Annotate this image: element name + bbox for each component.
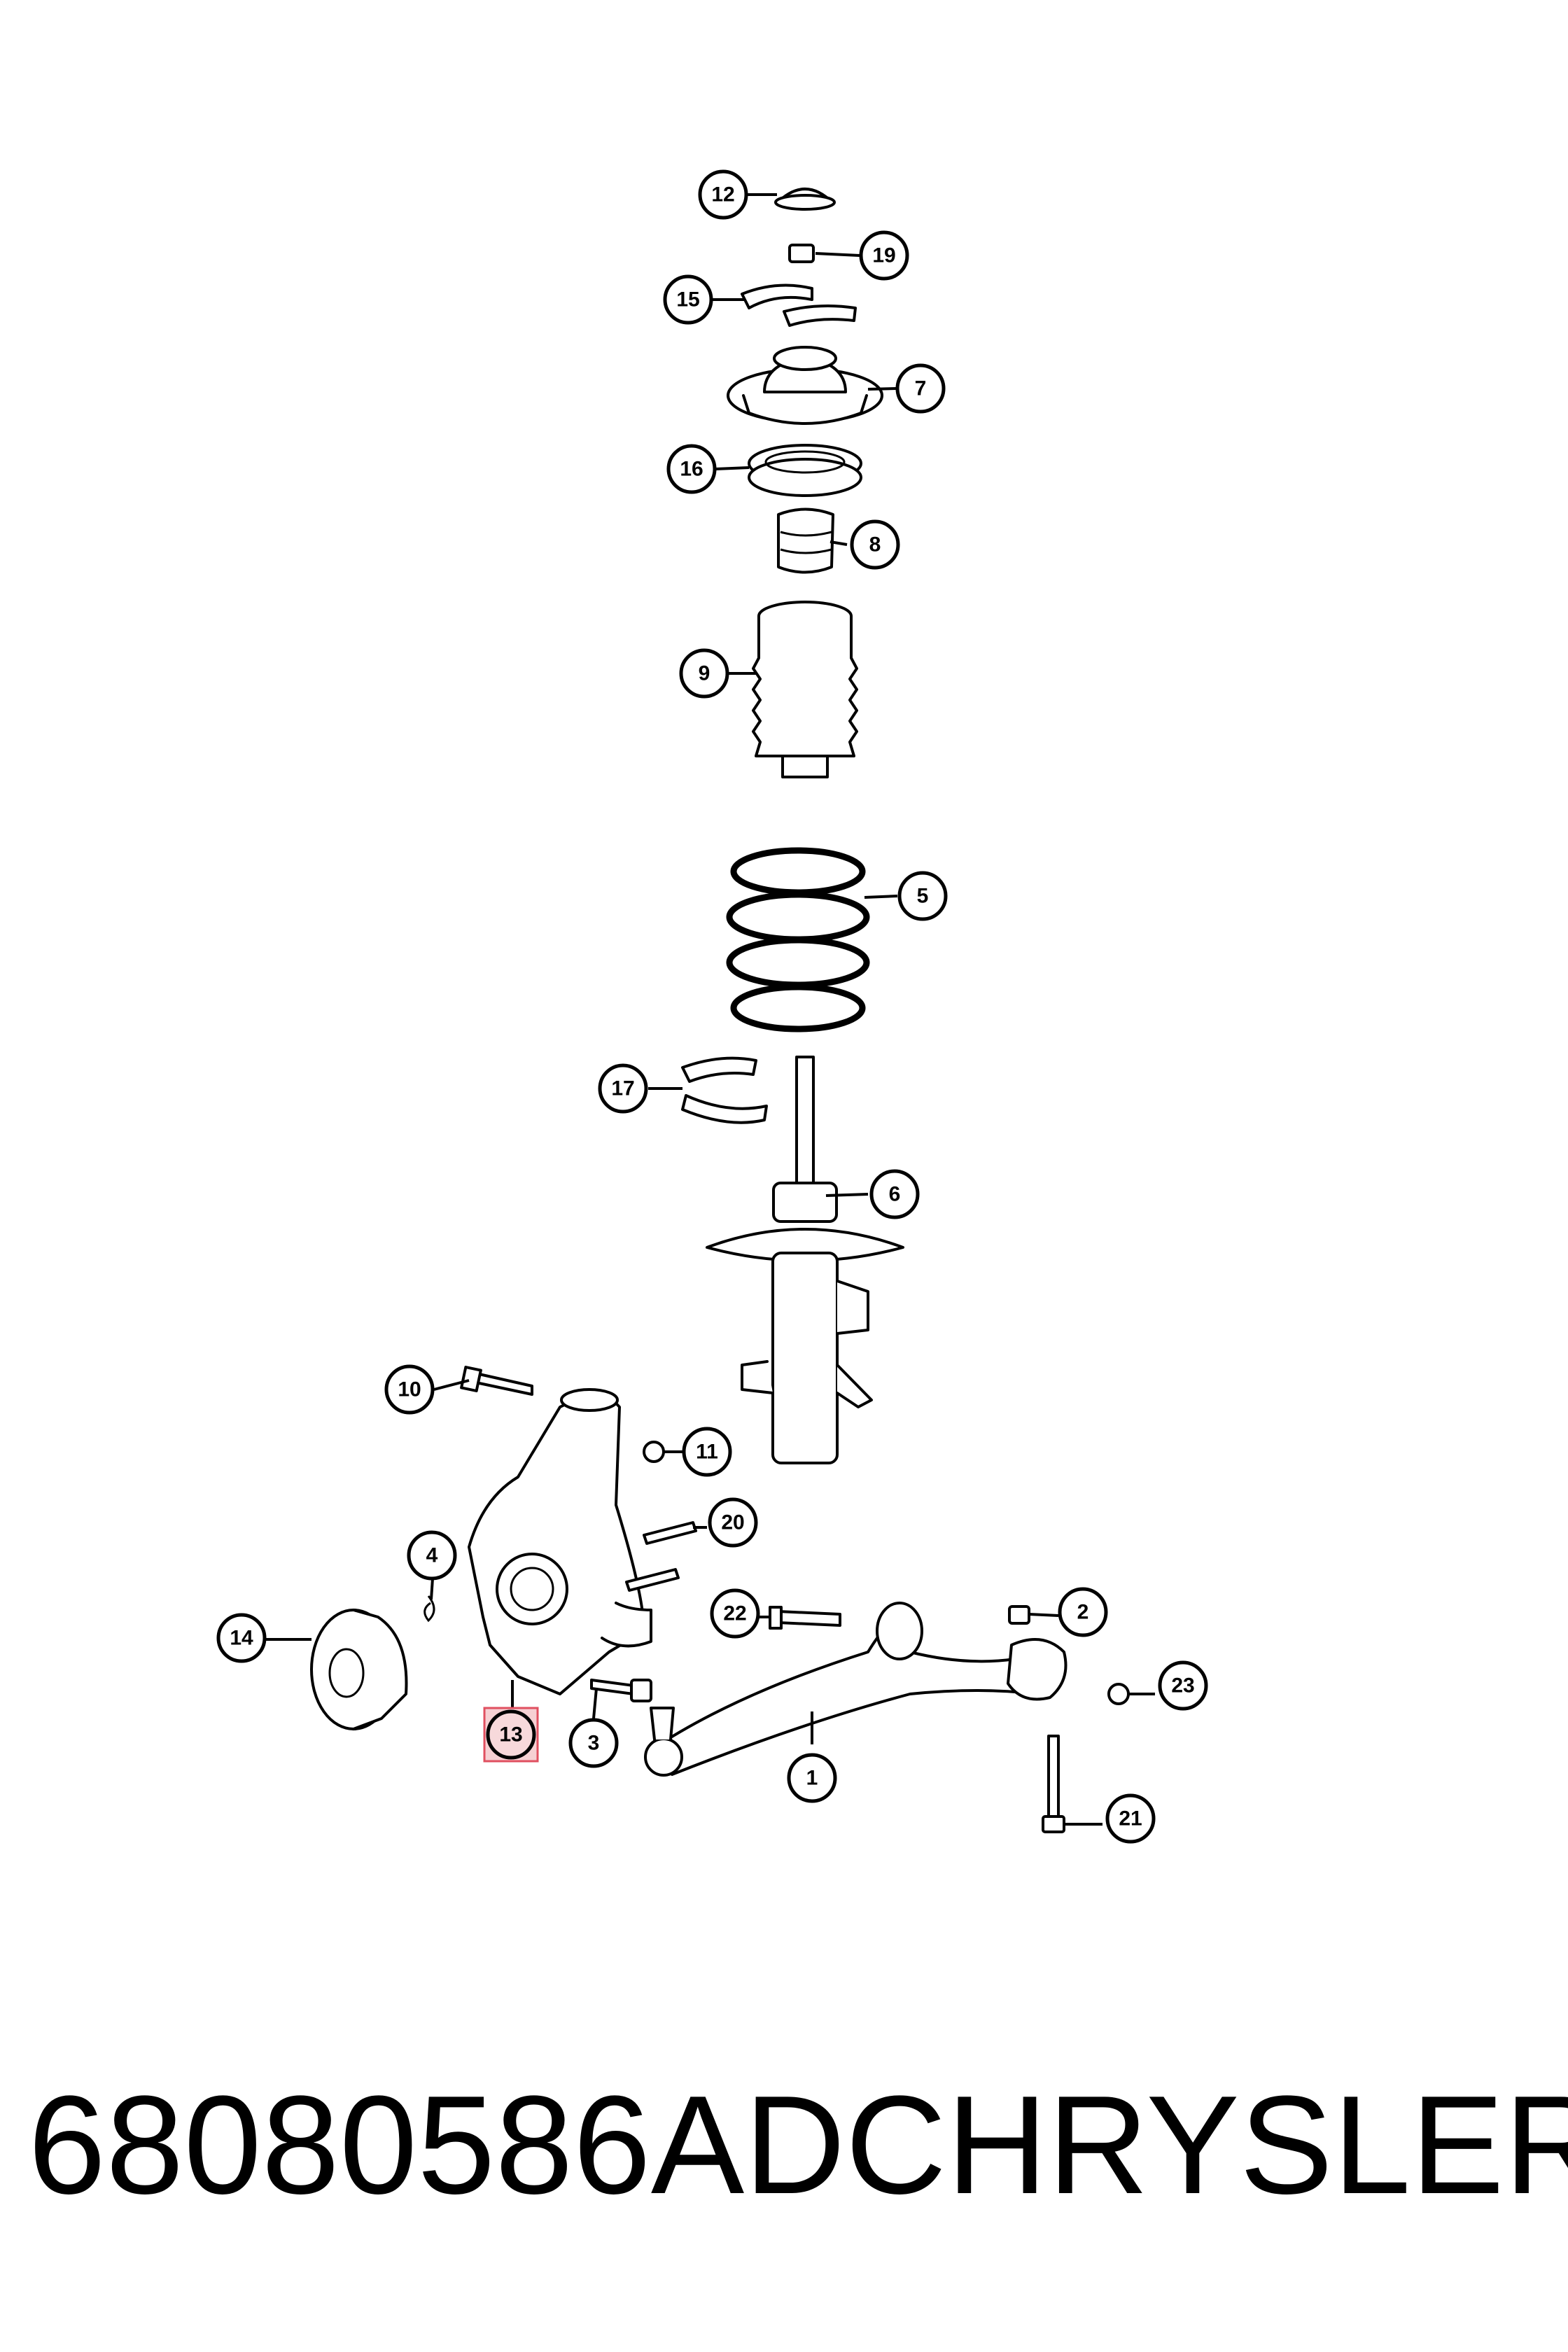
svg-text:2: 2 [1077,1601,1089,1624]
part-coil-spring [726,847,870,1032]
svg-text:20: 20 [721,1511,744,1534]
part-knuckle-nut [643,1441,665,1463]
callout-16[interactable]: 16 [666,444,717,494]
part-rear-bushing-bolt [1042,1735,1065,1833]
part-control-arm-bolt [769,1606,841,1630]
callout-11[interactable]: 11 [682,1427,732,1477]
callout-14[interactable]: 14 [216,1613,267,1663]
part-jounce-bumper [777,507,834,574]
callout-12[interactable]: 12 [698,169,748,220]
svg-text:1: 1 [806,1767,818,1790]
part-pinch-bolt [460,1366,533,1396]
callout-7[interactable]: 7 [895,363,946,414]
svg-text:5: 5 [917,885,929,908]
svg-text:15: 15 [676,288,699,312]
svg-text:13: 13 [499,1723,522,1746]
part-strut [706,1056,904,1464]
svg-text:16: 16 [680,458,703,481]
svg-text:22: 22 [723,1602,746,1625]
part-rear-bushing-nut [1107,1683,1130,1705]
part-retainer-clips [741,284,857,327]
part-hub-bearing [310,1609,408,1730]
callout-15[interactable]: 15 [663,274,713,325]
part-strut-mount [727,346,883,425]
part-spring-isolator [681,1056,768,1124]
callout-22[interactable]: 22 [710,1588,760,1639]
callout-6[interactable]: 6 [869,1169,920,1219]
part-control-arm-nut [1008,1605,1030,1625]
callout-20[interactable]: 20 [708,1497,758,1548]
part-bearing [748,444,862,497]
callout-3[interactable]: 3 [568,1718,619,1768]
part-number: 68080586AD [28,2067,846,2223]
svg-text:4: 4 [426,1544,438,1567]
svg-text:19: 19 [872,244,895,267]
svg-text:17: 17 [611,1077,634,1100]
svg-text:9: 9 [699,662,710,685]
svg-text:3: 3 [588,1732,600,1755]
callout-8[interactable]: 8 [850,519,900,570]
svg-text:7: 7 [915,377,927,400]
svg-text:23: 23 [1171,1674,1194,1698]
highlight-box [483,1707,539,1763]
part-wire-clip [424,1595,435,1623]
callout-2[interactable]: 2 [1058,1587,1108,1637]
part-lower-control-arm [644,1602,1068,1777]
svg-text:12: 12 [711,183,734,206]
svg-text:8: 8 [869,533,881,556]
part-caliper-bolts [625,1521,697,1592]
part-steering-knuckle [468,1388,652,1695]
part-ball-joint-bolt [590,1679,652,1702]
callout-9[interactable]: 9 [679,648,729,699]
leader-lines [266,193,1155,1826]
callout-17[interactable]: 17 [598,1063,648,1114]
svg-text:11: 11 [696,1441,718,1464]
callout-4[interactable]: 4 [407,1530,457,1581]
callout-21[interactable]: 21 [1105,1793,1156,1844]
part-top-nut [788,244,815,263]
svg-text:14: 14 [230,1627,253,1650]
callout-5[interactable]: 5 [897,871,948,921]
caption: 68080586AD CHRYSLER [28,2067,1568,2223]
callout-19[interactable]: 19 [859,230,909,281]
svg-text:10: 10 [398,1378,421,1401]
svg-text:21: 21 [1119,1807,1142,1830]
brand-name: CHRYSLER [845,2067,1568,2223]
callout-13[interactable]: 13 [486,1709,536,1760]
part-dust-boot [752,601,858,778]
part-cap [774,188,836,211]
callout-23[interactable]: 23 [1158,1660,1208,1711]
svg-text:6: 6 [889,1183,901,1206]
callout-1[interactable]: 1 [787,1753,837,1803]
callout-10[interactable]: 10 [384,1364,435,1415]
